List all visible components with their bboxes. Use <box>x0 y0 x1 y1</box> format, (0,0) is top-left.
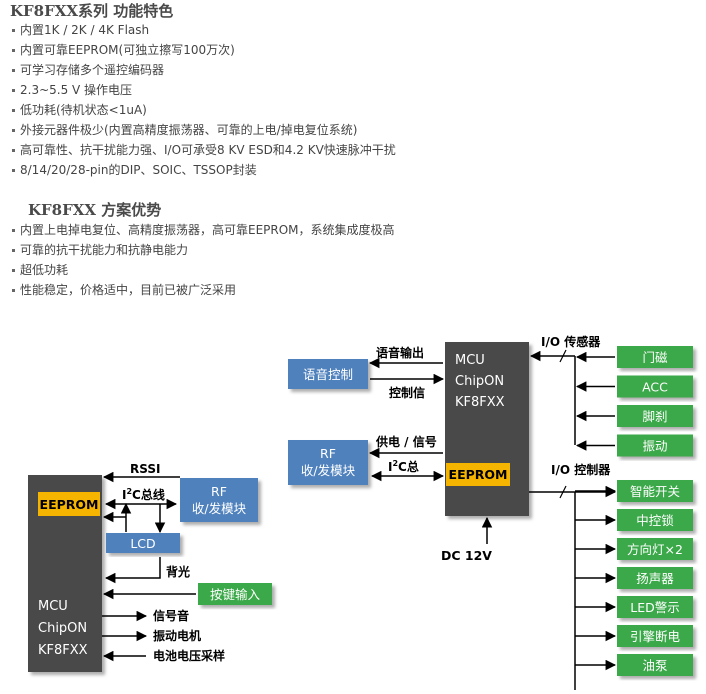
bullet-dot <box>12 289 15 292</box>
feature-item: 高可靠性、抗干扰能力强、I/O可承受8 KV ESD和4.2 KV快速脉冲干扰 <box>12 143 396 157</box>
backlight-label: 背光 <box>166 564 190 579</box>
right-mcu-block <box>445 342 529 516</box>
sensor-block <box>617 346 693 368</box>
controller-block <box>617 596 693 618</box>
left-mcu-label: MCU <box>38 599 68 614</box>
left-eeprom-block <box>38 492 100 516</box>
io-sensor-slash <box>559 349 567 363</box>
sensor-label: ACC <box>642 380 668 395</box>
controller-label: 引擎断电 <box>630 629 681 644</box>
center-rf-module <box>288 440 368 485</box>
controller-block <box>617 480 693 502</box>
advantage-item: 可靠的抗干扰能力和抗静电能力 <box>12 243 188 257</box>
controller-label: 油泵 <box>642 658 667 673</box>
bullet-dot <box>12 89 15 92</box>
controller-block <box>617 567 693 589</box>
bullet-dot <box>12 29 15 32</box>
right-mcu-label: ChipON <box>455 374 504 389</box>
voice-control-block <box>288 359 368 389</box>
bullet-dot <box>12 269 15 272</box>
voice-output-label: 语音输出 <box>376 345 424 360</box>
controller-label: 方向灯×2 <box>627 542 683 557</box>
advantage-item: 性能稳定，价格适中，目前已被广泛采用 <box>12 283 236 297</box>
center-rf-label: 收/发模块 <box>301 463 356 478</box>
advantage-item: 超低功耗 <box>12 263 68 277</box>
feature-item: 内置1K / 2K / 4K Flash <box>12 23 149 37</box>
control-signal-label: 控制信 <box>389 385 425 400</box>
bullet-dot <box>12 249 15 252</box>
key-input-block <box>198 583 272 605</box>
sensor-block <box>617 405 693 427</box>
power-signal-label: 供电 / 信号 <box>375 434 437 449</box>
controller-block <box>617 654 693 676</box>
i2c-bus-label: I2C总线 <box>122 487 165 502</box>
feature-item: 低功耗(待机状态<1uA) <box>12 103 147 117</box>
right-mcu-label: KF8FXX <box>455 395 505 410</box>
feature-item: 内置可靠EEPROM(可独立擦写100万次) <box>12 43 235 57</box>
feature-item: 8/14/20/28-pin的DIP、SOIC、TSSOP封装 <box>12 163 257 177</box>
io-controller-label: I/O 控制器 <box>551 462 611 477</box>
lcd-label: LCD <box>130 536 155 551</box>
i2c-center-label: I2C总 <box>388 459 419 474</box>
battery-sampling-label: 电池电压采样 <box>153 648 225 663</box>
feature-item: 外接元器件极少(内置高精度振荡器、可靠的上电/掉电复位系统) <box>12 123 357 137</box>
controller-block <box>617 625 693 647</box>
bullet-dot <box>12 49 15 52</box>
vibration-motor-label: 振动电机 <box>153 628 201 643</box>
features-title: KF8FXX系列 功能特色 <box>10 2 174 20</box>
sensor-label: 脚刹 <box>642 409 667 424</box>
bullet-dot <box>12 69 15 72</box>
bullet-dot <box>12 109 15 112</box>
advantages-title: KF8FXX 方案优势 <box>28 201 162 219</box>
controller-label: 扬声器 <box>636 571 674 586</box>
feature-item: 2.3~5.5 V 操作电压 <box>12 83 132 97</box>
sensor-label: 门磁 <box>642 350 668 365</box>
controller-block <box>617 509 693 531</box>
bullet-dot <box>12 229 15 232</box>
controller-block <box>617 538 693 560</box>
right-eeprom-block <box>446 463 510 486</box>
rssi-label: RSSI <box>130 462 160 476</box>
left-mcu-label: KF8FXX <box>38 643 88 658</box>
right-mcu-label: MCU <box>455 353 485 368</box>
key-input-label: 按键输入 <box>210 587 261 602</box>
controller-label: 中控锁 <box>636 513 674 528</box>
bullet-dot <box>12 169 15 172</box>
io-controller-slash <box>559 485 567 499</box>
bullet-dot <box>12 149 15 152</box>
center-rf-label: RF <box>320 446 336 461</box>
sensor-block <box>617 375 693 398</box>
sensor-label: 振动 <box>642 439 667 454</box>
left-rf-label: RF <box>211 484 227 499</box>
left-rf-label: 收/发模块 <box>192 501 247 516</box>
backlight-arrow <box>104 557 161 584</box>
right-eeprom-label: EEPROM <box>449 467 508 482</box>
sensor-block <box>617 434 693 457</box>
left-rf-module <box>180 478 258 522</box>
dc-12v-label: DC 12V <box>441 548 492 563</box>
block-diagram: EEPROM MCU ChipON KF8FXX RSSI RF 收/发模块 I… <box>28 334 693 690</box>
bullet-dot <box>12 129 15 132</box>
voice-control-label: 语音控制 <box>303 367 353 382</box>
left-eeprom-label: EEPROM <box>40 497 99 512</box>
controller-label: 智能开关 <box>630 484 680 499</box>
io-sensor-label: I/O 传感器 <box>541 334 601 349</box>
advantage-item: 内置上电掉电复位、高精度振荡器，高可靠EEPROM，系统集成度极高 <box>12 223 395 237</box>
left-mcu-label: ChipON <box>38 621 87 636</box>
signal-tone-label: 信号音 <box>153 608 189 623</box>
lcd-block <box>106 533 180 553</box>
feature-item: 可学习存储多个遥控编码器 <box>12 63 164 77</box>
controller-label: LED警示 <box>630 600 680 615</box>
